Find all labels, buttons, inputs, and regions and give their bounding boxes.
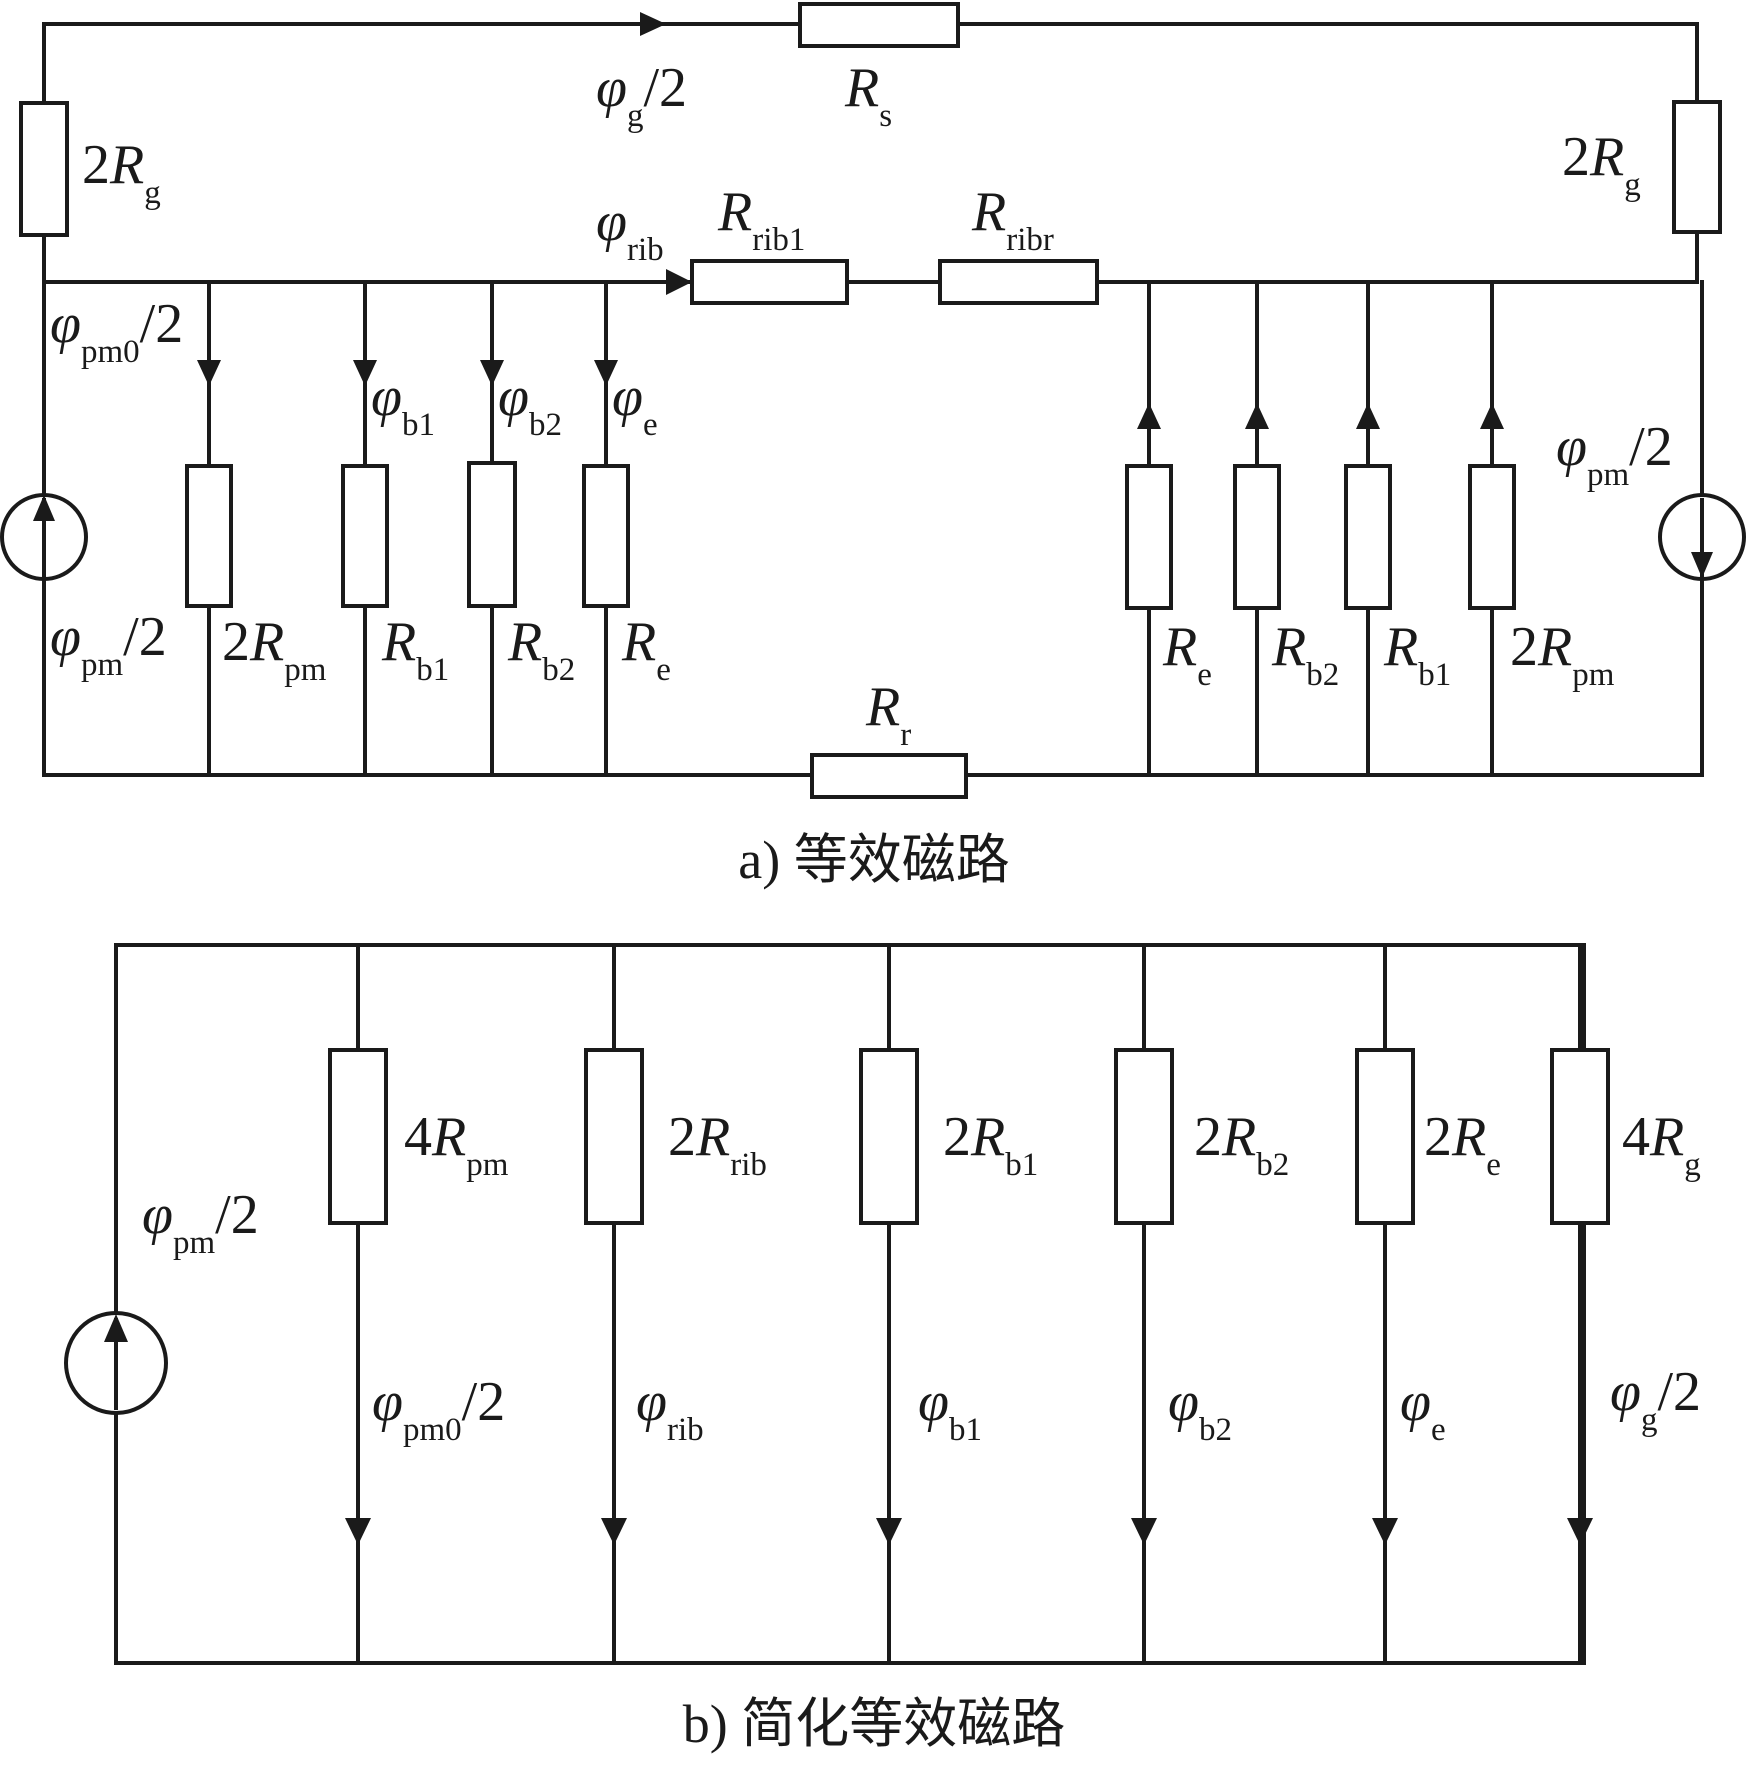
b-arrow-4 — [1131, 1518, 1157, 1545]
label-b-2rb1: 2Rb1 — [943, 1106, 1038, 1183]
a-resistor-rribr — [938, 259, 1099, 305]
circuit-b: φpm/2 4Rpm 2Rrib 2Rb1 2Rb2 2Re 4Rg φpm0/… — [64, 943, 1701, 1754]
a-arrow-right-e — [1137, 403, 1161, 429]
label-a-rribr: Rribr — [971, 181, 1054, 258]
label-a-2rg-left: 2Rg — [82, 134, 161, 211]
label-a-rr: Rr — [865, 676, 911, 753]
b-flux-source — [64, 1311, 168, 1415]
b-resistor-2rb2 — [1114, 1048, 1174, 1225]
label-a-phi-pm0-half: φpm0/2 — [50, 293, 183, 370]
a-arrow-right-pm — [1480, 403, 1504, 429]
label-b-phi-b1: φb1 — [918, 1371, 982, 1448]
label-b-phi-g-half: φg/2 — [1610, 1361, 1701, 1438]
a-resistor-rb2-right — [1233, 464, 1281, 610]
a-arrow-right-b1 — [1356, 403, 1380, 429]
label-b-2re: 2Re — [1424, 1106, 1501, 1183]
label-a-2rg-right: 2Rg — [1562, 126, 1641, 203]
label-a-2rpm-left: 2Rpm — [222, 611, 327, 688]
b-resistor-2rrib — [584, 1048, 644, 1225]
label-a-rs: Rs — [844, 57, 892, 134]
label-b-2rb2: 2Rb2 — [1194, 1106, 1289, 1183]
label-a-phi-pm-half-left: φpm/2 — [50, 606, 167, 683]
label-a-phi-rib: φrib — [596, 191, 664, 268]
label-a-phi-g-half: φg/2 — [596, 57, 687, 134]
a-resistor-rr — [810, 753, 968, 799]
label-a-rb1-left: Rb1 — [381, 611, 449, 688]
label-b-4rpm: 4Rpm — [404, 1106, 509, 1183]
a-resistor-rb1-right — [1344, 464, 1392, 610]
label-a-2rpm-right: 2Rpm — [1510, 616, 1615, 693]
a-resistor-rb2-left — [467, 461, 517, 608]
a-arrow-phi-rib — [666, 269, 692, 295]
a-arrow-b1 — [353, 360, 377, 386]
b-arrow-1 — [345, 1518, 371, 1545]
a-resistor-2rg-left — [19, 101, 69, 237]
label-b-phi-rib: φrib — [636, 1371, 704, 1448]
a-flux-source-right — [1658, 493, 1746, 581]
b-arrow-3 — [876, 1518, 902, 1545]
b-arrow-6 — [1567, 1518, 1593, 1545]
circuit-a: φg/2 Rs 2Rg 2Rg φrib Rrib1 Rribr φpm0/2 … — [0, 2, 1746, 890]
a-arrow-b2 — [480, 360, 504, 386]
a-arrow-e — [594, 360, 618, 386]
label-a-phi-b1: φb1 — [371, 366, 435, 443]
a-resistor-2rg-right — [1672, 100, 1722, 234]
a-resistor-2rpm-left — [185, 464, 233, 608]
label-b-phi-pm-half: φpm/2 — [142, 1184, 259, 1261]
label-a-re-right: Re — [1162, 616, 1212, 693]
label-a-rb1-right: Rb1 — [1383, 616, 1451, 693]
b-arrow-5 — [1372, 1518, 1398, 1545]
caption-b: b) 简化等效磁路 — [683, 1694, 1065, 1754]
b-resistor-4rpm — [328, 1048, 388, 1225]
a-resistor-rs — [798, 2, 960, 48]
label-a-re-left: Re — [621, 611, 671, 688]
b-resistor-2rb1 — [859, 1048, 919, 1225]
label-a-phi-b2: φb2 — [498, 366, 562, 443]
label-a-phi-pm-half-right: φpm/2 — [1556, 416, 1673, 493]
label-b-phi-b2: φb2 — [1168, 1371, 1232, 1448]
label-a-rb2-left: Rb2 — [507, 611, 575, 688]
a-arrow-phi-g — [640, 12, 666, 36]
caption-a: a) 等效磁路 — [738, 830, 1009, 890]
label-b-phi-pm0-half: φpm0/2 — [372, 1371, 505, 1448]
label-b-4rg: 4Rg — [1622, 1106, 1701, 1183]
a-resistor-rrib1 — [690, 259, 849, 305]
a-resistor-re-right — [1125, 464, 1173, 610]
a-top-wire — [42, 22, 1699, 104]
a-arrow-pm0 — [197, 360, 221, 386]
b-arrow-2 — [601, 1518, 627, 1545]
a-flux-source-left — [0, 493, 88, 581]
label-a-rb2-right: Rb2 — [1271, 616, 1339, 693]
label-b-2rrib: 2Rrib — [668, 1106, 767, 1183]
a-resistor-rb1-left — [341, 464, 389, 608]
a-arrow-right-b2 — [1245, 403, 1269, 429]
b-resistor-4rg — [1550, 1048, 1610, 1225]
label-b-phi-e: φe — [1400, 1371, 1446, 1448]
label-a-rrib1: Rrib1 — [717, 181, 805, 258]
a-resistor-2rpm-right — [1468, 464, 1516, 610]
label-a-phi-e: φe — [612, 366, 658, 443]
b-resistor-2re — [1355, 1048, 1415, 1225]
a-resistor-re-left — [582, 464, 630, 608]
